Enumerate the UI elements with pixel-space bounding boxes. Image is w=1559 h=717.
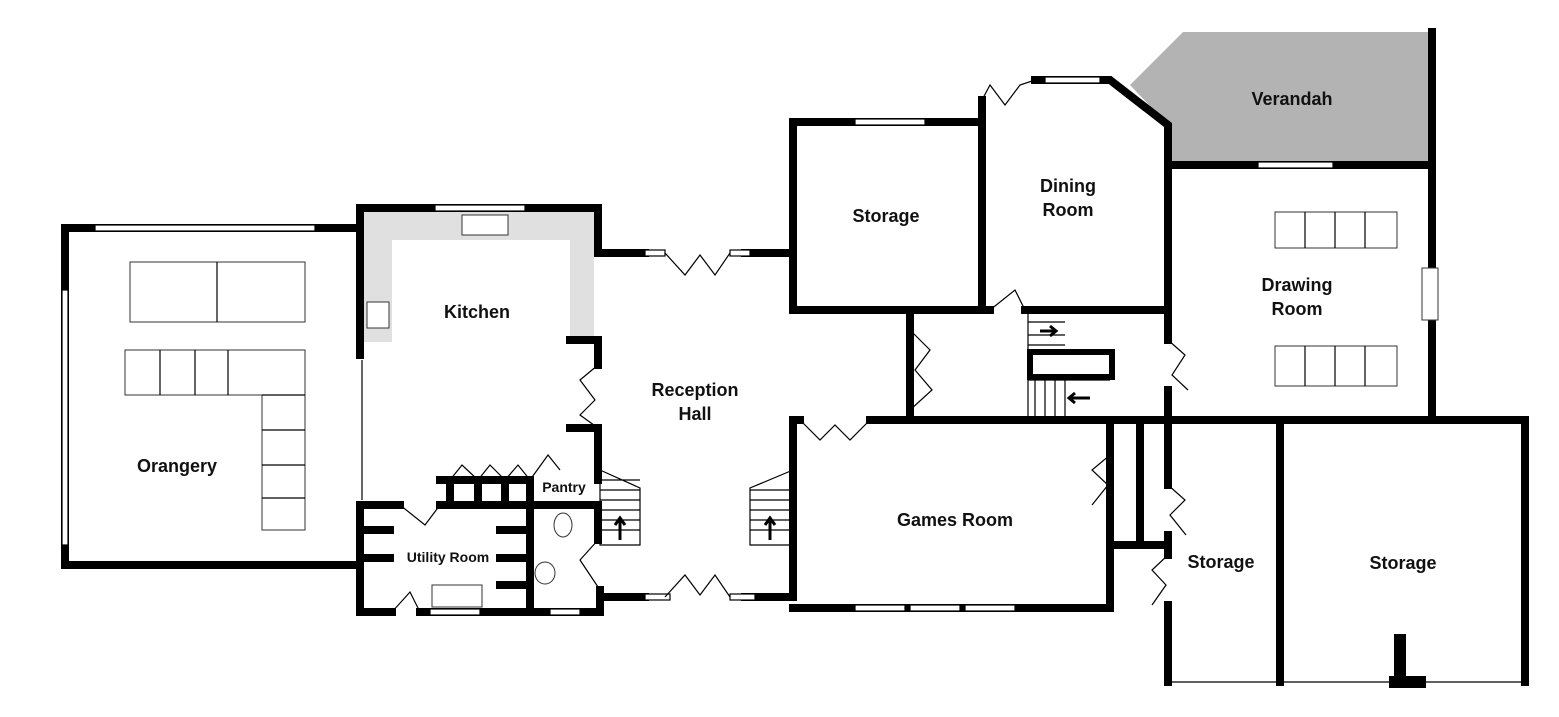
room-label-utility: Utility Room bbox=[407, 549, 489, 565]
room-label-dining-line2: Room bbox=[1043, 200, 1094, 220]
verandah-area bbox=[1130, 32, 1430, 165]
room-label-dining-line1: Dining bbox=[1040, 176, 1096, 196]
windows bbox=[61, 76, 1334, 616]
doors bbox=[391, 79, 1189, 613]
room-label-verandah: Verandah bbox=[1251, 89, 1332, 109]
room-label-drawing-line1: Drawing bbox=[1261, 275, 1332, 295]
room-label-orangery: Orangery bbox=[137, 456, 217, 476]
room-label-reception-line2: Hall bbox=[678, 404, 711, 424]
room-label-kitchen: Kitchen bbox=[444, 302, 510, 322]
room-label-drawing-line2: Room bbox=[1272, 299, 1323, 319]
room-label-pantry: Pantry bbox=[542, 479, 586, 495]
room-label-games: Games Room bbox=[897, 510, 1013, 530]
staircases bbox=[599, 312, 1110, 546]
furniture bbox=[124, 211, 1439, 608]
room-label-storage-top: Storage bbox=[852, 206, 919, 226]
room-label-storage-right: Storage bbox=[1369, 553, 1436, 573]
room-label-reception-line1: Reception bbox=[651, 380, 738, 400]
room-label-storage-mid: Storage bbox=[1187, 552, 1254, 572]
